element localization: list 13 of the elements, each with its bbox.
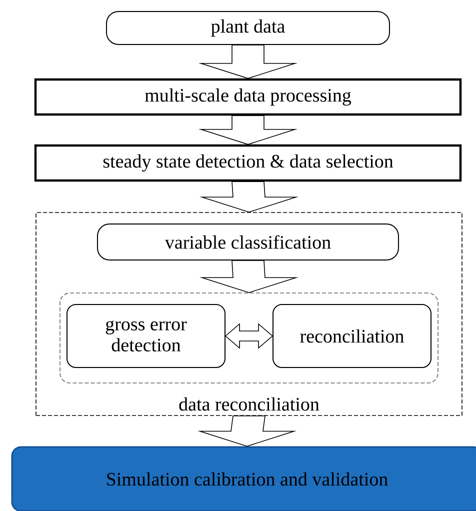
process-box: steady state detection & data selection: [34, 144, 462, 182]
terminal-box: variable classification: [97, 224, 399, 260]
process-box: gross error detection: [66, 304, 226, 368]
block-arrow: [198, 44, 298, 79]
process-box: reconciliation: [272, 304, 432, 368]
block-arrow: [199, 260, 299, 294]
process-box: Simulation calibration and validation: [11, 446, 476, 511]
block-arrow: [199, 181, 299, 213]
process-box: multi-scale data processing: [34, 78, 462, 116]
group-box: [60, 292, 438, 384]
block-arrow: [197, 416, 297, 447]
block-arrow: [198, 115, 298, 145]
terminal-box: plant data: [106, 11, 390, 45]
